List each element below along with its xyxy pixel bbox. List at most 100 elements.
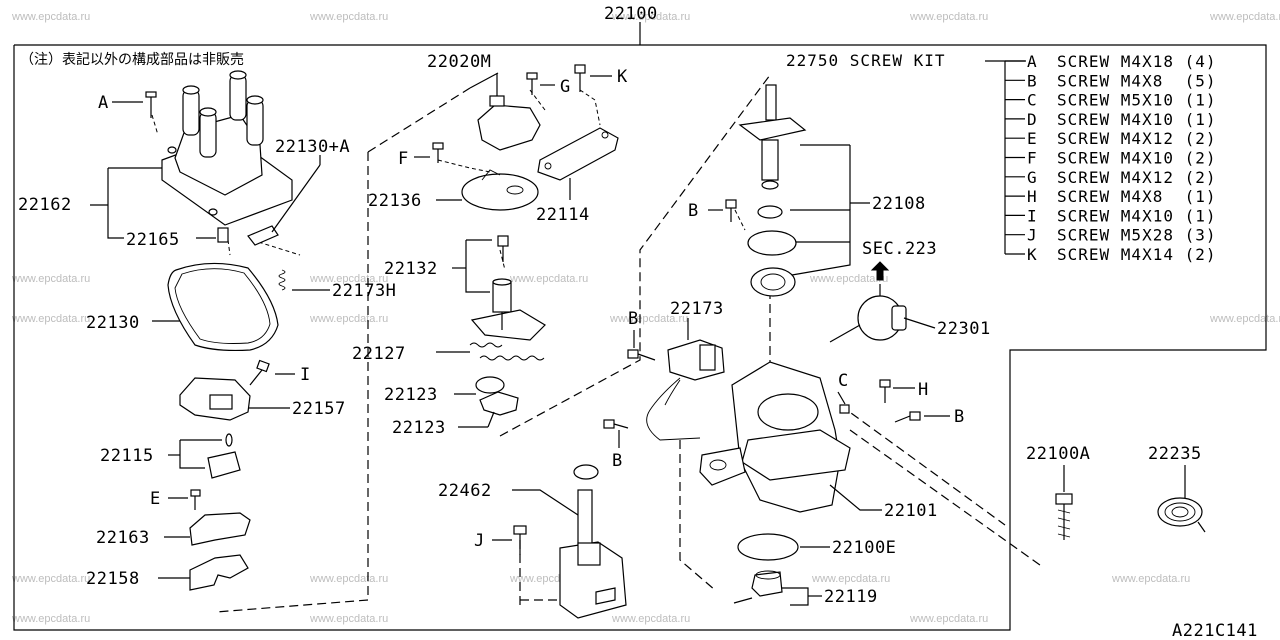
label-22101: 22101 [884, 501, 938, 521]
label-22115: 22115 [100, 446, 154, 466]
screw-f: F [398, 142, 444, 169]
screw-letter-e: E [150, 489, 161, 509]
screw-letter-f: F [398, 149, 409, 169]
kit-row-text: SCREW M4X12 (2) [1057, 168, 1217, 187]
part-22114 [537, 127, 619, 200]
screw-b-lower: B [603, 419, 629, 471]
watermark: www.epcdata.ru [309, 613, 388, 625]
watermark: www.epcdata.ru [611, 613, 690, 625]
screw-b-right: B [894, 407, 964, 427]
screw-b-top: B [688, 199, 737, 222]
part-22157-rotor [179, 377, 290, 421]
assembly-number: 22100 [604, 4, 658, 24]
kit-row-key: D [1027, 110, 1038, 129]
main-frame: 22100 （注）表記以外の構成部品は非販売 [13, 4, 1267, 631]
kit-row-text: SCREW M4X10 (1) [1057, 206, 1217, 225]
label-22462: 22462 [438, 481, 492, 501]
part-22130-seal [247, 155, 321, 246]
part-22123 [454, 376, 519, 428]
screw-letter-c: C [838, 371, 849, 391]
watermark: www.epcdata.ru [609, 313, 688, 325]
label-22108: 22108 [872, 194, 926, 214]
label-22127: 22127 [352, 344, 406, 364]
screw-letter-h: H [918, 380, 929, 400]
screw-c: C [837, 371, 850, 414]
kit-row-text: SCREW M4X14 (2) [1057, 245, 1217, 264]
note-text: （注）表記以外の構成部品は非販売 [20, 51, 244, 68]
label-22123b: 22123 [392, 418, 446, 438]
part-22100a-screw [1055, 465, 1073, 540]
watermark: www.epcdata.ru [11, 11, 90, 23]
part-22165 [196, 227, 229, 243]
kit-row-key: A [1027, 52, 1038, 71]
kit-row-text: SCREW M4X10 (2) [1057, 149, 1217, 168]
label-22301: 22301 [937, 319, 991, 339]
label-22136: 22136 [368, 191, 422, 211]
kit-row-text: SCREW M4X8 (5) [1057, 71, 1217, 90]
part-22173-sensor [646, 318, 725, 441]
arrow-sec223 [870, 261, 890, 281]
screw-letter-a: A [98, 93, 109, 113]
part-22119 [733, 570, 822, 606]
watermark: www.epcdata.ru [309, 573, 388, 585]
label-22020m: 22020M [427, 52, 491, 72]
part-22101-housing [699, 361, 882, 513]
kit-row-key: J [1027, 226, 1038, 245]
part-22235-spring [1157, 465, 1206, 533]
watermark: www.epcdata.ru [811, 573, 890, 585]
part-22301-actuator [829, 284, 936, 343]
kit-row-text: SCREW M4X18 (4) [1057, 52, 1217, 71]
screw-i: I [249, 359, 310, 386]
label-22158: 22158 [86, 569, 140, 589]
screw-b-left: B [627, 309, 656, 361]
watermark: www.epcdata.ru [809, 273, 888, 285]
distributor-cap [161, 70, 293, 226]
label-22132: 22132 [384, 259, 438, 279]
label-22130: 22130 [86, 313, 140, 333]
screw-letter-b2: B [628, 309, 639, 329]
label-22173h: 22173H [332, 281, 396, 301]
part-22173h-spring [278, 269, 330, 291]
kit-row-key: F [1027, 149, 1038, 168]
watermark: www.epcdata.ru [11, 573, 90, 585]
label-22100a: 22100A [1026, 444, 1090, 464]
label-22119: 22119 [824, 587, 878, 607]
kit-row-key: C [1027, 91, 1038, 110]
screw-j: J [474, 525, 527, 555]
label-22130a: 22130+A [275, 137, 350, 157]
label-sec223: SEC.223 [862, 239, 937, 259]
kit-row-text: SCREW M5X28 (3) [1057, 226, 1217, 245]
kit-row-key: K [1027, 245, 1038, 264]
screw-letter-b1: B [688, 201, 699, 221]
kit-row-key: H [1027, 187, 1038, 206]
screw-h: H [879, 379, 929, 403]
part-22130-gasket [152, 262, 279, 352]
kit-row-text: SCREW M4X8 (1) [1057, 187, 1217, 206]
label-22173: 22173 [670, 299, 724, 319]
part-22108-shaft [738, 84, 870, 297]
kit-row-key: I [1027, 206, 1038, 225]
watermark: www.epcdata.ru [509, 273, 588, 285]
watermark: www.epcdata.ru [611, 11, 690, 23]
screw-kit-label: 22750 SCREW KIT [786, 51, 946, 70]
label-22162: 22162 [18, 195, 72, 215]
part-22115 [168, 433, 241, 479]
part-22462 [512, 464, 627, 619]
screw-letter-k: K [617, 67, 628, 87]
label-22235: 22235 [1148, 444, 1202, 464]
watermarks: www.epcdata.ru www.epcdata.ru www.epcdat… [11, 11, 1280, 625]
screw-letter-g: G [560, 77, 571, 97]
part-22020m [469, 72, 541, 151]
screw-letter-j: J [474, 531, 485, 551]
watermark: www.epcdata.ru [11, 273, 90, 285]
watermark: www.epcdata.ru [1111, 573, 1190, 585]
label-22157: 22157 [292, 399, 346, 419]
part-22136 [436, 169, 539, 211]
watermark: www.epcdata.ru [909, 11, 988, 23]
part-22163 [164, 512, 251, 546]
diagram-code: A221C141 [1172, 621, 1258, 640]
label-22123a: 22123 [384, 385, 438, 405]
part-22158 [158, 554, 249, 591]
